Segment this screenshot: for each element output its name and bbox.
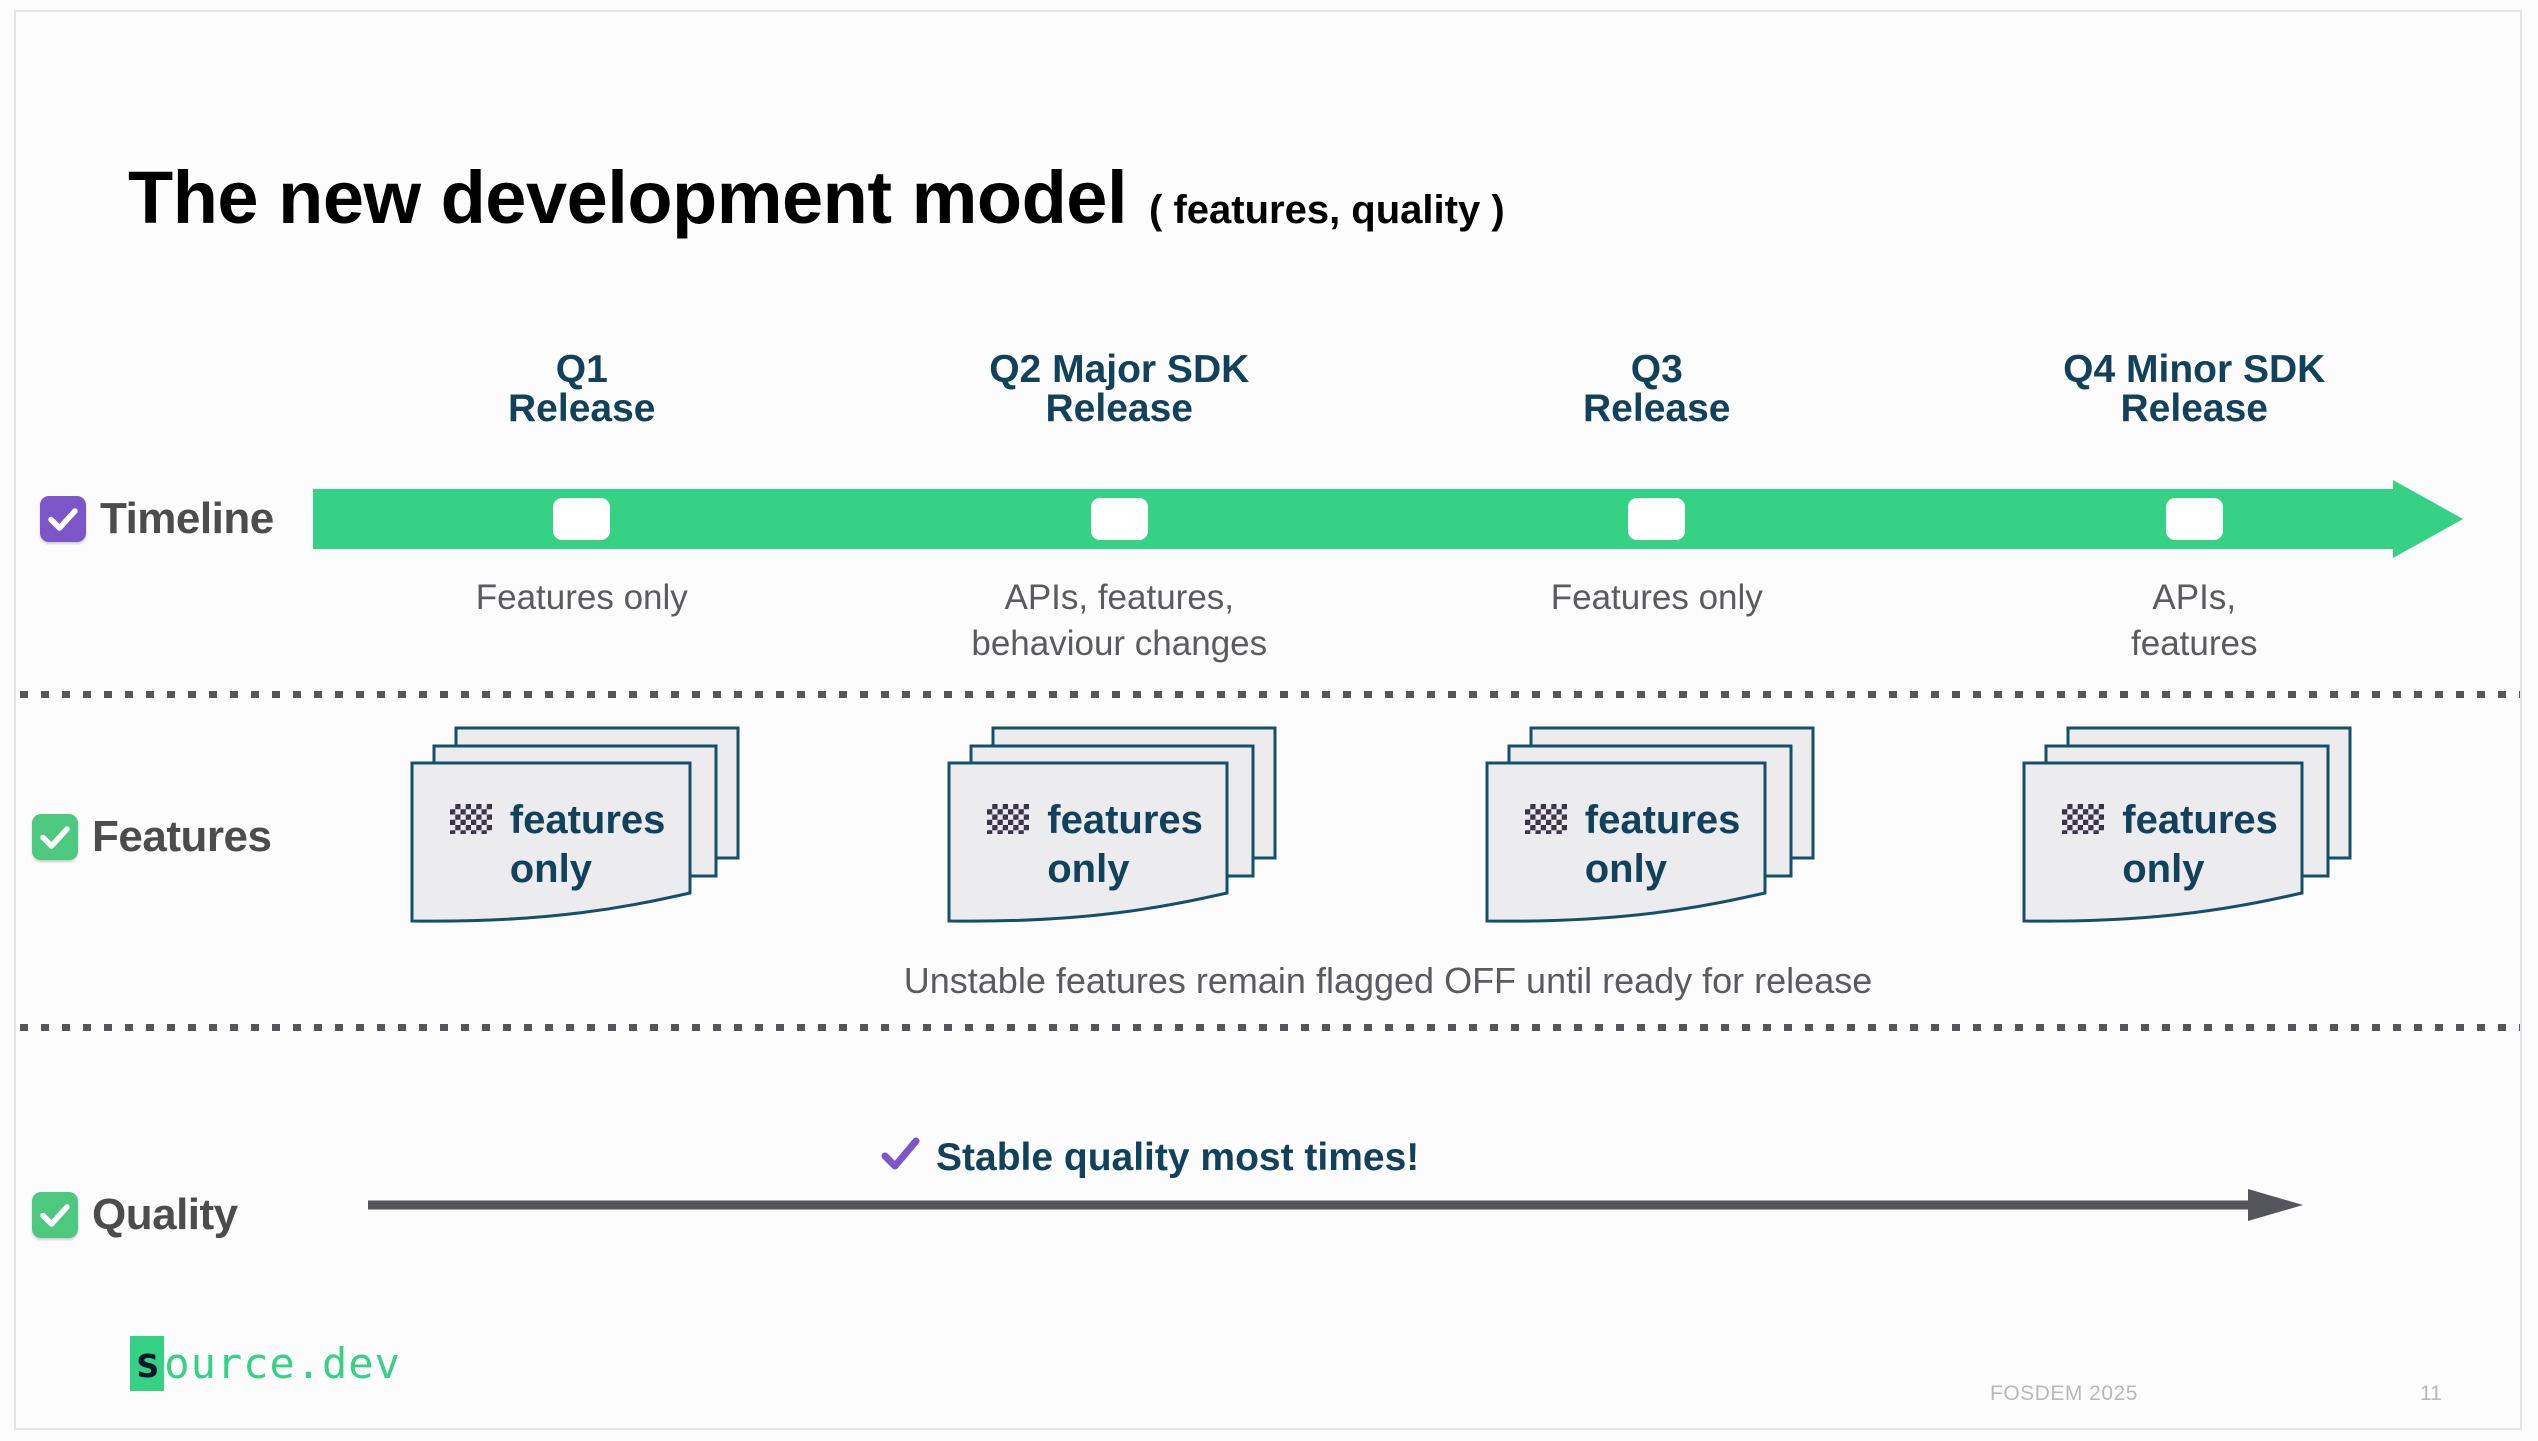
- timeline-arrow-head-icon: [2393, 480, 2463, 558]
- feature-card-col-q2: features only: [851, 718, 1389, 928]
- feature-card-col-q4: features only: [1926, 718, 2464, 928]
- timeline-marker-box: [1628, 498, 1686, 540]
- feature-card-stacks: features only features only: [313, 718, 2463, 928]
- feature-card-stack: features only: [402, 718, 762, 928]
- quarter-title-q4: Q4 Minor SDK Release: [2063, 348, 2326, 430]
- checkered-flag-icon: [987, 804, 1030, 834]
- feature-card-stack: features only: [939, 718, 1299, 928]
- timeline-marker-q3: [1388, 489, 1926, 549]
- timeline-caption-q3: Features only: [1388, 575, 1926, 667]
- section-divider-top: [20, 691, 2520, 698]
- checkered-flag-icon: [449, 804, 492, 834]
- caption-text-q3: Features only: [1550, 578, 1763, 617]
- caption-text-q2: APIs, features, behaviour changes: [971, 578, 1268, 664]
- feature-card-content: features only: [2062, 796, 2278, 894]
- quarter-title-q2: Q2 Major SDK Release: [989, 348, 1250, 430]
- timeline-captions: Features only APIs, features, behaviour …: [313, 575, 2463, 667]
- timeline-bar: [313, 480, 2463, 558]
- row-label-features-text: Features: [92, 812, 272, 861]
- feature-card-stack: features only: [2014, 718, 2374, 928]
- section-divider-bottom: [20, 1024, 2520, 1031]
- row-label-timeline-text: Timeline: [100, 494, 274, 543]
- logo-wordmark: ource.dev: [164, 1339, 401, 1388]
- row-label-quality: Quality: [32, 1190, 238, 1240]
- row-label-quality-text: Quality: [92, 1190, 238, 1239]
- timeline-caption-q1: Features only: [313, 575, 851, 667]
- feature-card-content: features only: [987, 796, 1203, 894]
- timeline-marker-box: [553, 498, 611, 540]
- footer-event-name: FOSDEM 2025: [1990, 1382, 2138, 1405]
- green-checkbox-icon: [32, 814, 78, 860]
- timeline-bar-body: [313, 489, 2393, 549]
- quality-note-text: Stable quality most times!: [936, 1135, 1420, 1179]
- timeline-markers: [313, 489, 2463, 549]
- timeline-marker-box: [1090, 498, 1148, 540]
- feature-card-text: features only: [509, 798, 666, 891]
- footer-page-number: 11: [2420, 1382, 2442, 1405]
- title-subtitle-text: ( features, quality ): [1149, 188, 1505, 232]
- feature-card-text: features only: [2122, 798, 2278, 891]
- row-label-features: Features: [32, 812, 272, 862]
- purple-check-icon: [880, 1135, 920, 1180]
- checkered-flag-icon: [1524, 804, 1567, 834]
- quarter-header-q4: Q4 Minor SDK Release: [1926, 350, 2464, 428]
- feature-card-col-q1: features only: [313, 718, 851, 928]
- quarter-header-q1: Q1 Release: [313, 350, 851, 428]
- quality-note: Stable quality most times!: [880, 1135, 1419, 1180]
- quarter-title-q3: Q3 Release: [1583, 348, 1731, 430]
- caption-text-q4: APIs, features: [2131, 578, 2258, 664]
- timeline-marker-box: [2165, 498, 2223, 540]
- feature-card-content: features only: [1524, 796, 1741, 894]
- quality-arrow-icon: [368, 1185, 2318, 1225]
- row-label-timeline: Timeline: [40, 494, 274, 544]
- caption-text-q1: Features only: [475, 578, 688, 617]
- timeline-marker-q4: [1926, 489, 2464, 549]
- checkered-flag-icon: [2062, 804, 2105, 834]
- purple-checkbox-icon: [40, 496, 86, 542]
- feature-card-col-q3: features only: [1388, 718, 1926, 928]
- feature-card-stack: features only: [1477, 718, 1837, 928]
- timeline-caption-q4: APIs, features: [1926, 575, 2464, 667]
- quarter-headers: Q1 Release Q2 Major SDK Release Q3 Relea…: [313, 350, 2463, 428]
- timeline-caption-q2: APIs, features, behaviour changes: [851, 575, 1389, 667]
- feature-card-text: features only: [1584, 798, 1741, 891]
- feature-card-text: features only: [1047, 798, 1203, 891]
- title-main-text: The new development model: [128, 156, 1128, 239]
- logo-initial: s: [130, 1336, 165, 1391]
- timeline-marker-q2: [851, 489, 1389, 549]
- quarter-header-q3: Q3 Release: [1388, 350, 1926, 428]
- page-title: The new development model ( features, qu…: [128, 155, 1505, 240]
- features-note-text: Unstable features remain flagged OFF unt…: [903, 960, 1873, 1001]
- quarter-header-q2: Q2 Major SDK Release: [851, 350, 1389, 428]
- feature-card-content: features only: [449, 796, 666, 894]
- quarter-title-q1: Q1 Release: [508, 348, 656, 430]
- timeline-marker-q1: [313, 489, 851, 549]
- green-checkbox-icon: [32, 1192, 78, 1238]
